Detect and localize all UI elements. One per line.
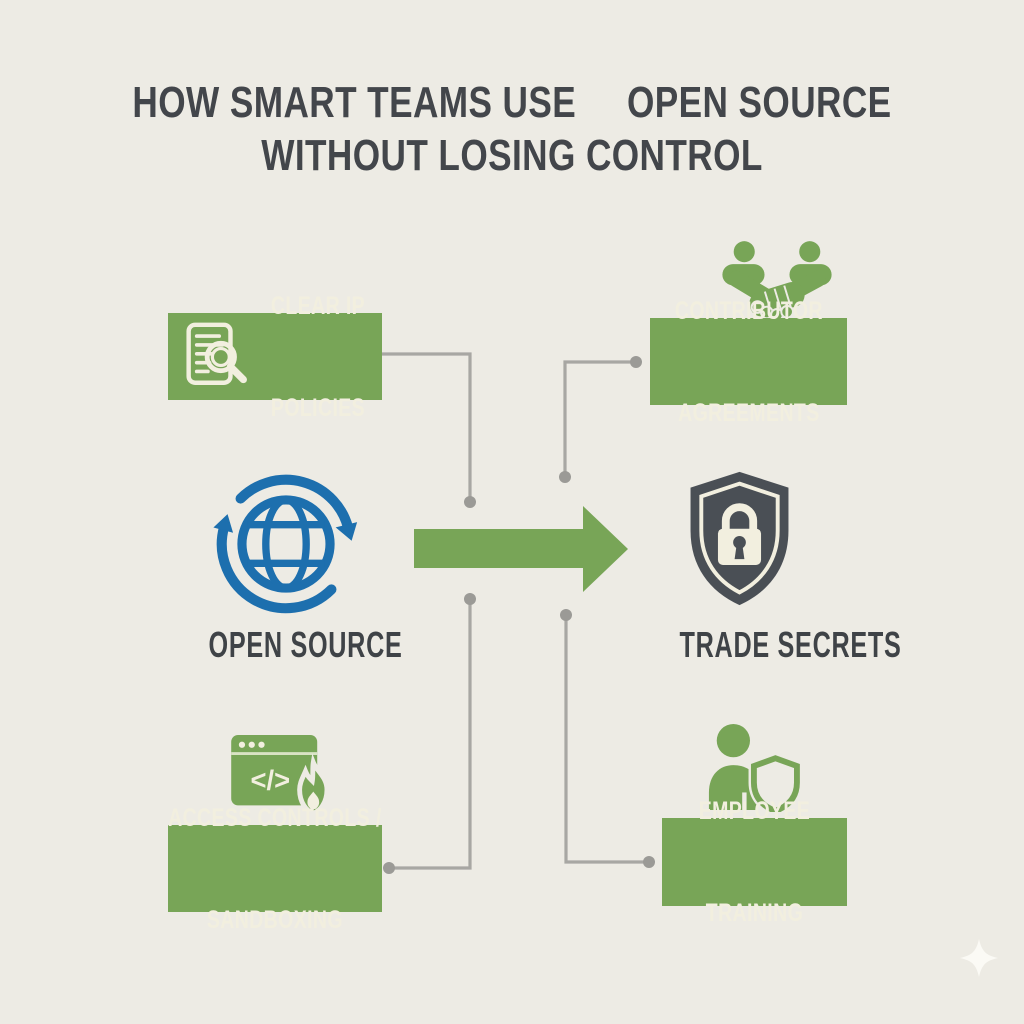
trade-secrets-label: TRADE SECRETS (679, 624, 902, 665)
clear-ip-policies-box: CLEAR IP POLICIES (168, 292, 382, 422)
contributor-agreements-label: CONTRIBUTOR AGREEMENTS (674, 296, 823, 427)
person-shield-icon (708, 724, 800, 812)
flow-arrow (414, 506, 628, 592)
connector-training (564, 615, 650, 864)
connector-access (386, 599, 472, 870)
document-search-icon (186, 322, 247, 385)
code-window-flame-icon: </> (231, 735, 330, 816)
access-controls-label: ACCESS CONTROLS / SANDBOXING (168, 803, 382, 934)
connector-dots (383, 356, 655, 874)
handshake-icon (722, 241, 832, 318)
employee-training-box: EMPLOYEE TRAINING (662, 797, 847, 927)
contributor-agreements-box: CONTRIBUTOR AGREEMENTS (650, 297, 847, 427)
page-title: HOW SMART TEAMS USE OPEN SOURCE WITHOUT … (0, 76, 1024, 182)
employee-training-label: EMPLOYEE TRAINING (698, 797, 811, 927)
sparkle-icon (960, 939, 998, 977)
clear-ip-policies-label: CLEAR IP POLICIES (270, 291, 366, 422)
connector-clear-ip (382, 352, 472, 502)
access-controls-box: ACCESS CONTROLS / SANDBOXING (168, 804, 382, 934)
connector-contributor (563, 360, 636, 477)
page-title-line-2: WITHOUT LOSING CONTROL (261, 131, 763, 180)
globe-sync-icon (213, 474, 358, 614)
page-title-line-1: HOW SMART TEAMS USE OPEN SOURCE (132, 78, 892, 127)
code-glyph: </> (251, 765, 291, 796)
open-source-label: OPEN SOURCE (208, 624, 403, 665)
shield-lock-icon (690, 471, 789, 606)
connector-lines (382, 352, 650, 870)
